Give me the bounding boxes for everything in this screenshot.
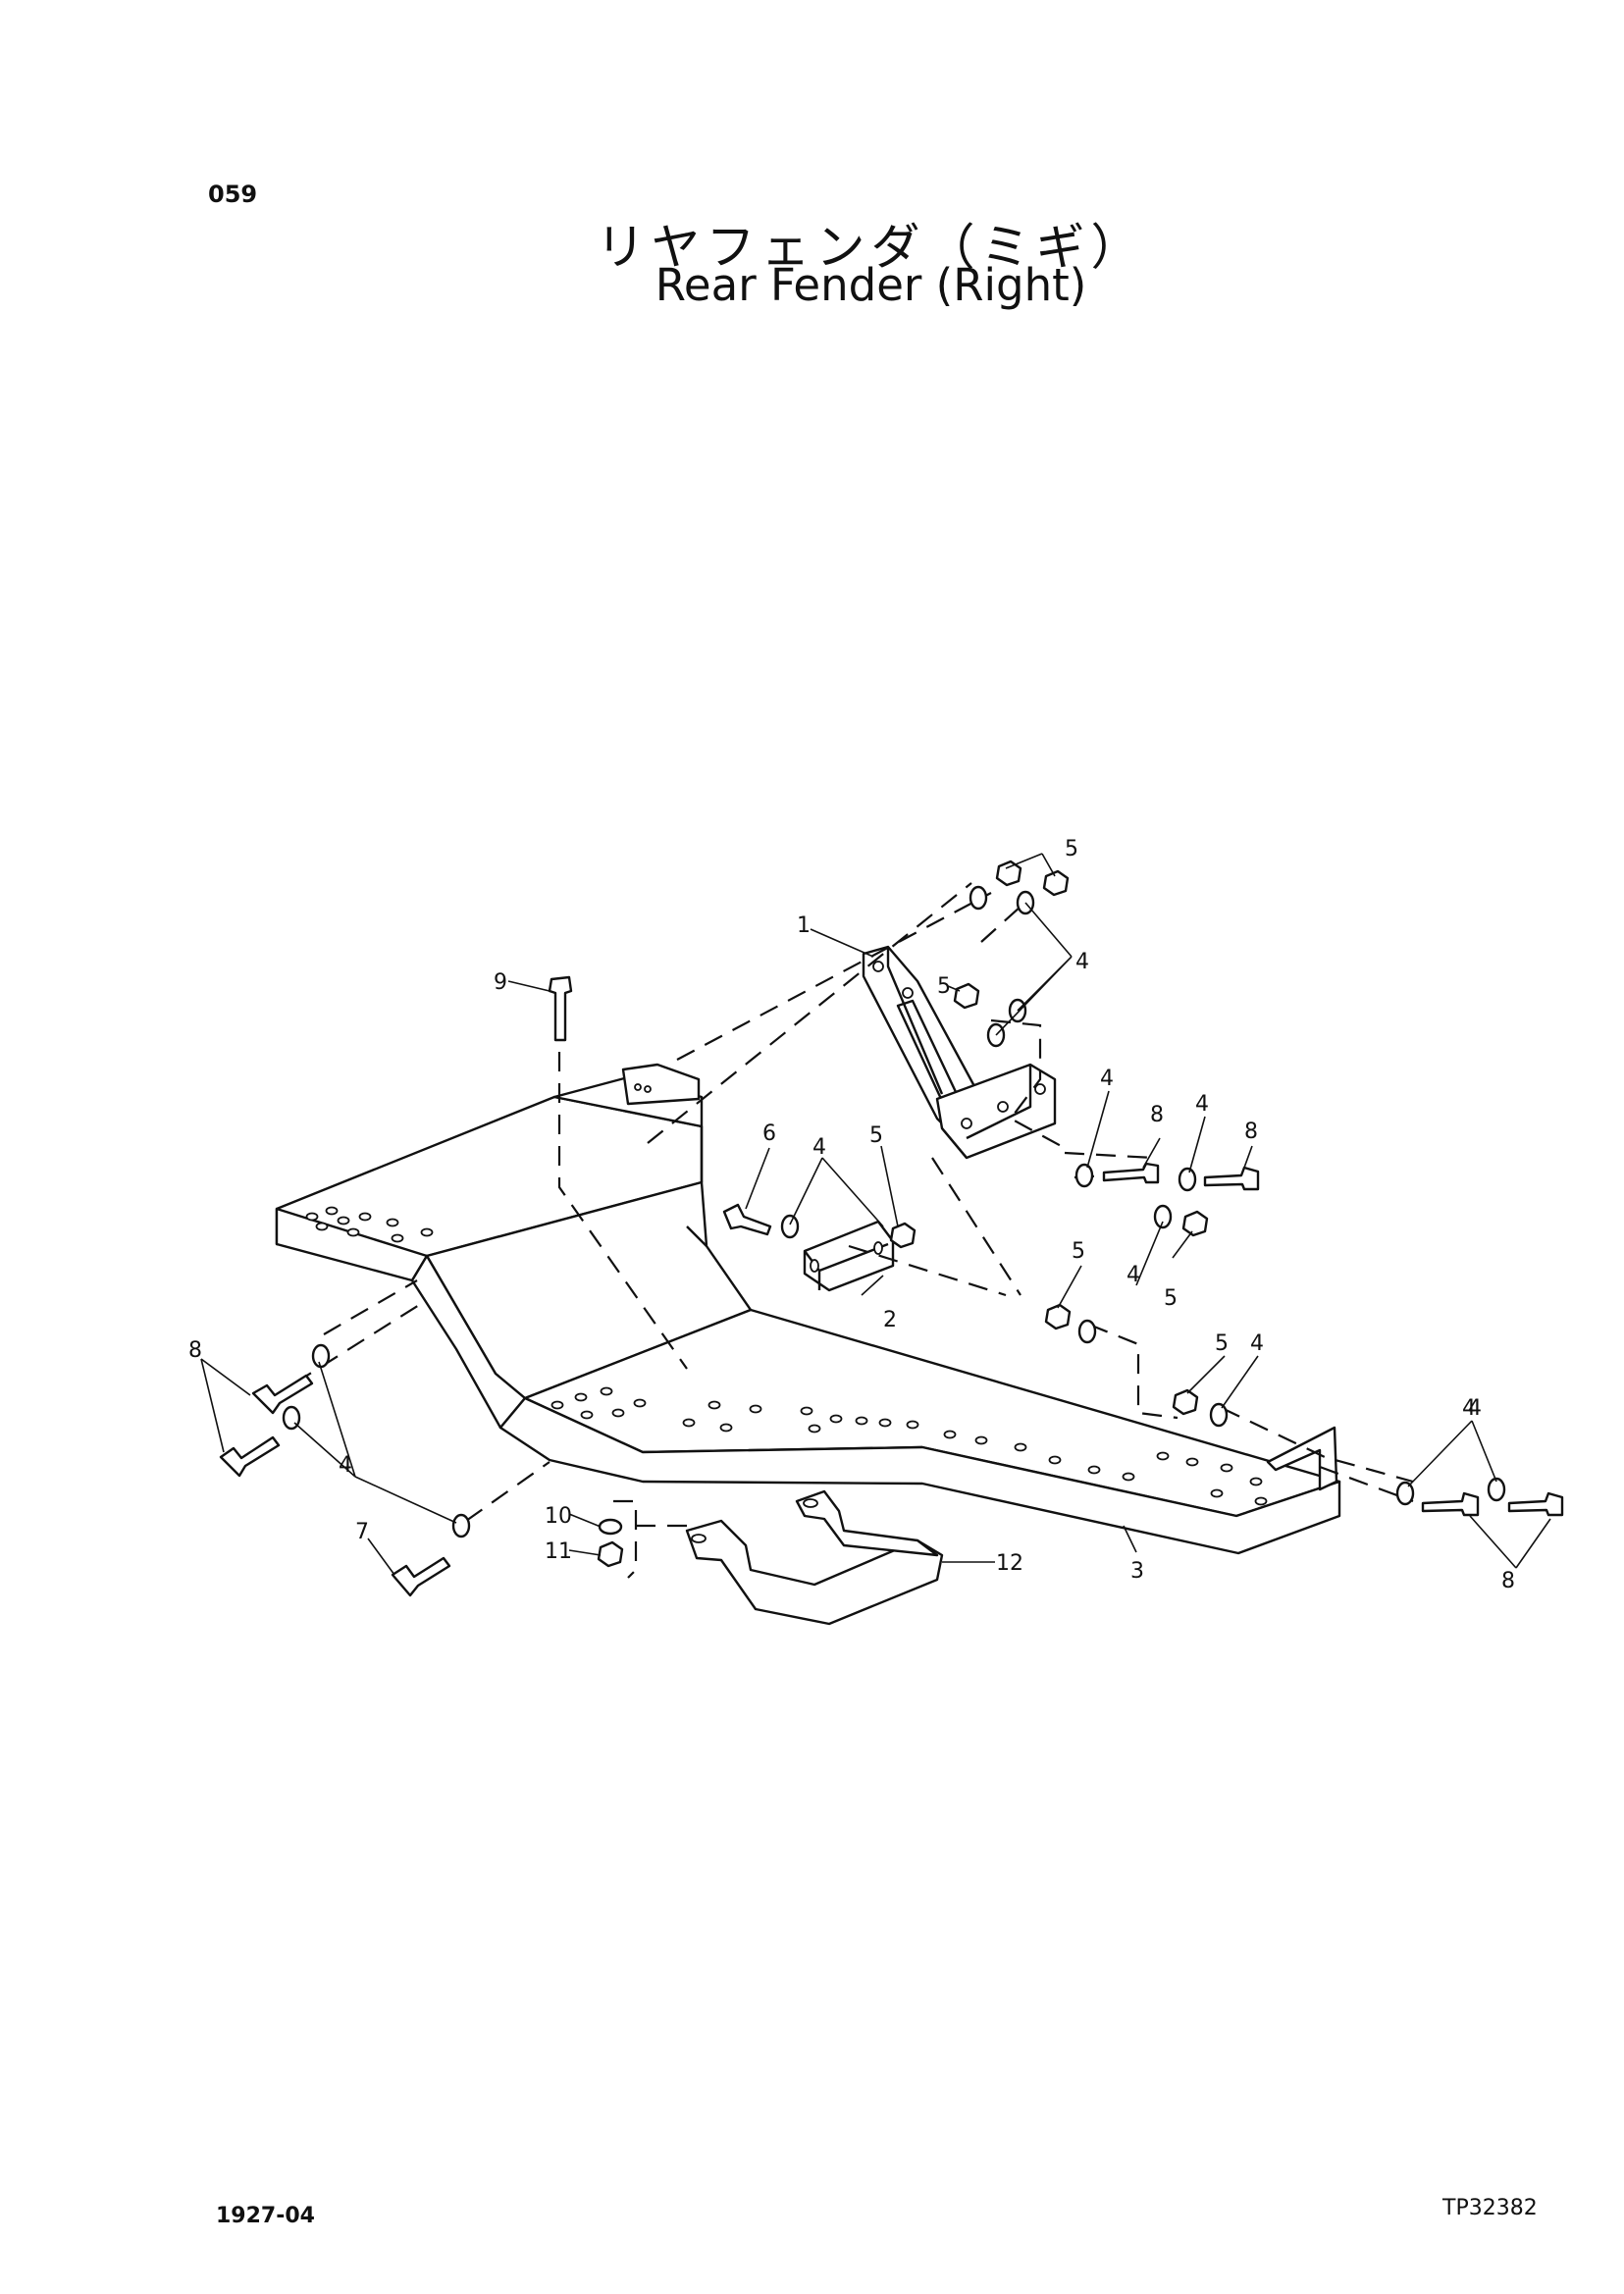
callout-8: 8	[1150, 1103, 1164, 1127]
title-english: Rear Fender (Right)	[655, 259, 1087, 311]
callout-1: 1	[797, 913, 811, 938]
callout-7: 7	[355, 1520, 369, 1544]
leader-lines	[200, 853, 1551, 1576]
callout-5: 5	[937, 974, 951, 999]
support-bracket	[862, 945, 1057, 1160]
callout-4: 4	[1468, 1396, 1482, 1421]
callout-4: 4	[1195, 1092, 1209, 1117]
page-number: 059	[208, 181, 258, 208]
callout-2: 2	[883, 1308, 897, 1332]
callout-4: 4	[339, 1453, 352, 1478]
callout-3: 3	[1130, 1559, 1144, 1584]
nuts	[597, 860, 1209, 1568]
callout-5: 5	[1072, 1239, 1085, 1264]
grab-handle	[685, 1489, 944, 1626]
footer-code-left: 1927-04	[216, 2204, 315, 2228]
callout-5: 5	[1065, 837, 1078, 861]
callout-4: 4	[1075, 950, 1089, 974]
rear-fender-body	[275, 1063, 1341, 1555]
footer-code-right: TP32382	[1442, 2196, 1538, 2220]
callout-8: 8	[1501, 1569, 1515, 1593]
callout-numbers: 1 2 3 4 4 4 4 4 4 4 4 4 5 5 5 5 5 5 6 7 …	[188, 837, 1515, 1593]
callout-10: 10	[545, 1504, 572, 1529]
callout-4: 4	[1126, 1263, 1140, 1287]
bolts	[219, 975, 1564, 1597]
callout-4: 4	[812, 1135, 826, 1160]
callout-5: 5	[1215, 1331, 1229, 1356]
callout-4: 4	[1250, 1331, 1264, 1356]
callout-12: 12	[996, 1551, 1023, 1576]
clamp-bracket	[803, 1220, 895, 1292]
callout-8: 8	[1244, 1120, 1258, 1144]
fender-holes-right	[550, 1386, 1268, 1506]
callout-8: 8	[188, 1338, 202, 1363]
callout-4: 4	[1100, 1067, 1114, 1091]
callout-5: 5	[869, 1123, 883, 1148]
callout-11: 11	[545, 1539, 572, 1564]
fender-holes-left	[305, 1206, 434, 1243]
callout-6: 6	[762, 1121, 776, 1146]
callout-9: 9	[494, 970, 507, 995]
washers	[282, 885, 1506, 1538]
callout-4: 4	[1462, 1396, 1476, 1421]
title-japanese: リヤフェンダ（ミギ）	[596, 219, 1146, 276]
assembly-lines	[293, 882, 1414, 1579]
callout-5: 5	[1164, 1286, 1178, 1311]
